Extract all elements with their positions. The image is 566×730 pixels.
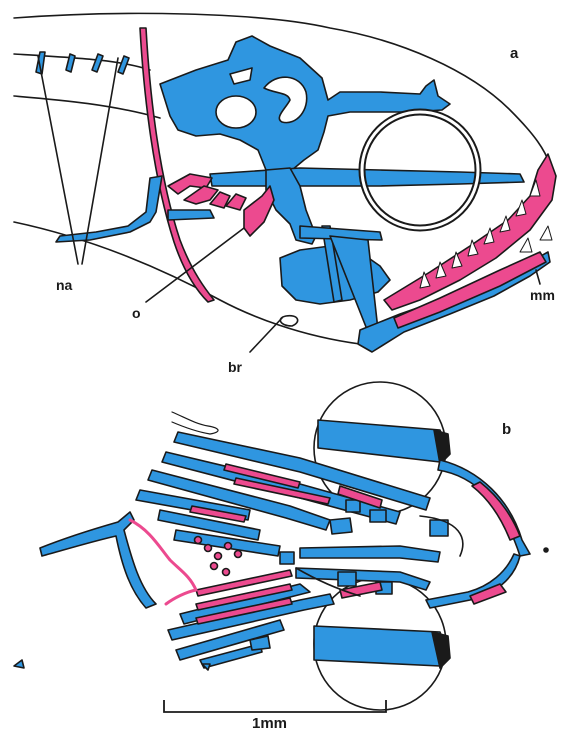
panel-a-label: a <box>510 45 519 62</box>
right-jaw-arm <box>438 460 530 556</box>
label-br: br <box>228 359 243 375</box>
panel-a-lateral-view <box>14 13 556 352</box>
panel-b-ventral-view <box>14 382 548 710</box>
label-o: o <box>132 305 141 321</box>
panel-b-label: b <box>502 421 511 438</box>
orbit-window <box>216 96 256 128</box>
loose-fragment <box>172 412 218 434</box>
scale-bar-label: 1mm <box>252 715 287 730</box>
stray-dot <box>544 548 548 552</box>
label-na: na <box>56 277 73 293</box>
label-mm: mm <box>530 287 555 303</box>
stray-fragment-a <box>14 660 24 668</box>
opercle-pink <box>244 186 274 236</box>
eye-lower <box>314 578 450 710</box>
